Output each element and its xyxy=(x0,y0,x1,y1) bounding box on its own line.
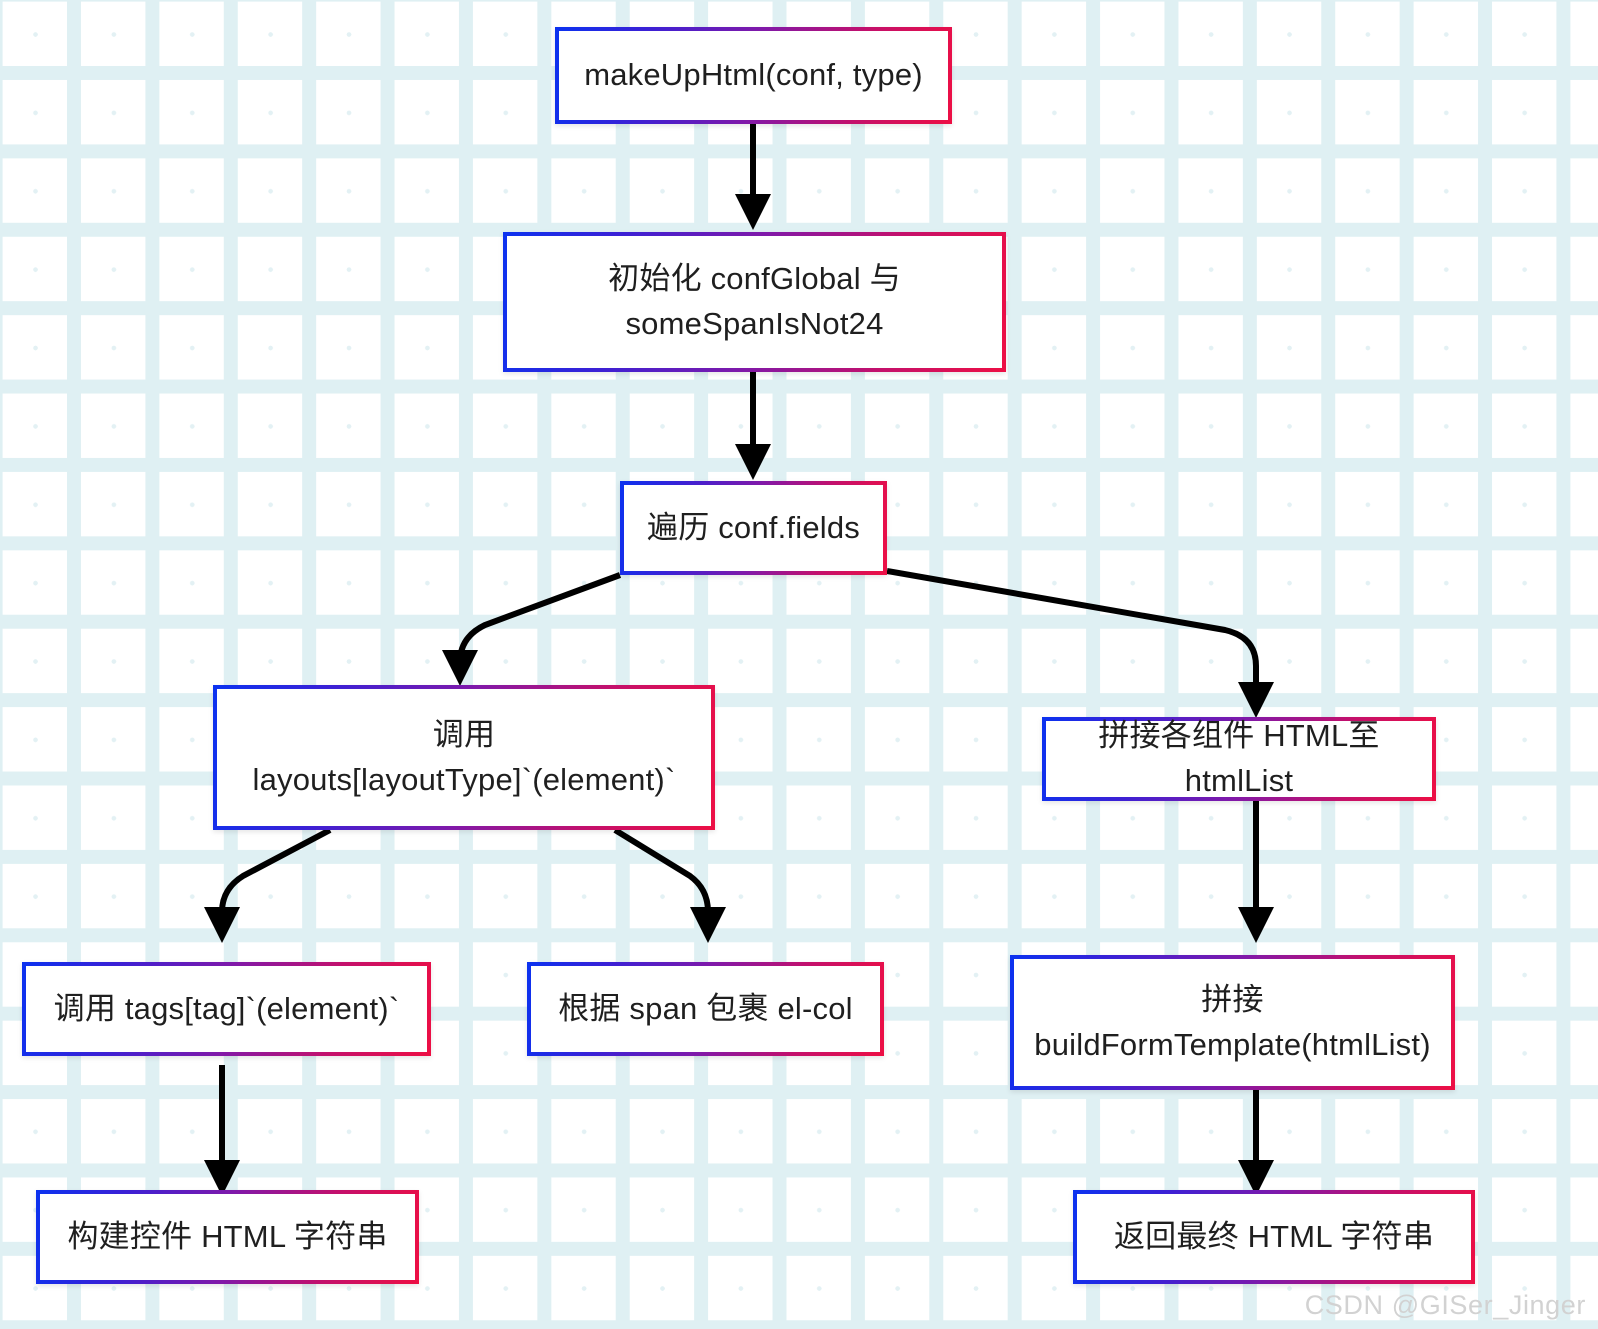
node-iterate-conf-fields-label: 遍历 conf.fields xyxy=(647,509,860,545)
node-init-confglobal-label: 初始化 confGlobal 与 someSpanIsNot24 xyxy=(608,261,901,341)
node-wrap-elcol[interactable]: 根据 span 包裹 el-col xyxy=(527,962,884,1056)
node-init-confglobal[interactable]: 初始化 confGlobal 与 someSpanIsNot24 xyxy=(503,232,1006,372)
node-makeuphtml[interactable]: makeUpHtml(conf, type) xyxy=(555,27,952,124)
edge-layouts-to-tags xyxy=(204,827,332,943)
node-build-control-html[interactable]: 构建控件 HTML 字符串 xyxy=(36,1190,419,1284)
edge-loop-to-htmllist xyxy=(886,568,1274,718)
node-iterate-conf-fields[interactable]: 遍历 conf.fields xyxy=(620,481,887,575)
node-return-final-html-label: 返回最终 HTML 字符串 xyxy=(1113,1218,1435,1254)
node-makeuphtml-label: makeUpHtml(conf, type) xyxy=(584,57,923,93)
node-build-form-template[interactable]: 拼接 buildFormTemplate(htmlList) xyxy=(1010,955,1455,1090)
node-call-tags-label: 调用 tags[tag]`(element)` xyxy=(53,990,400,1026)
edge-layouts-to-elcol xyxy=(613,827,726,943)
node-call-tags[interactable]: 调用 tags[tag]`(element)` xyxy=(22,962,431,1056)
node-call-layouts-label: 调用 layouts[layoutType]`(element)` xyxy=(252,716,676,797)
node-wrap-elcol-label: 根据 span 包裹 el-col xyxy=(558,990,853,1026)
csdn-watermark: CSDN @GISer_Jinger xyxy=(1304,1290,1586,1320)
node-concat-components-htmllist[interactable]: 拼接各组件 HTML至htmlList xyxy=(1042,717,1436,801)
edge-loop-to-layouts xyxy=(442,572,622,686)
node-call-layouts[interactable]: 调用 layouts[layoutType]`(element)` xyxy=(213,685,715,830)
node-return-final-html[interactable]: 返回最终 HTML 字符串 xyxy=(1073,1190,1475,1284)
node-concat-components-htmllist-label: 拼接各组件 HTML至htmlList xyxy=(1098,718,1380,798)
node-build-form-template-label: 拼接 buildFormTemplate(htmlList) xyxy=(1034,981,1431,1062)
node-build-control-html-label: 构建控件 HTML 字符串 xyxy=(67,1218,388,1254)
